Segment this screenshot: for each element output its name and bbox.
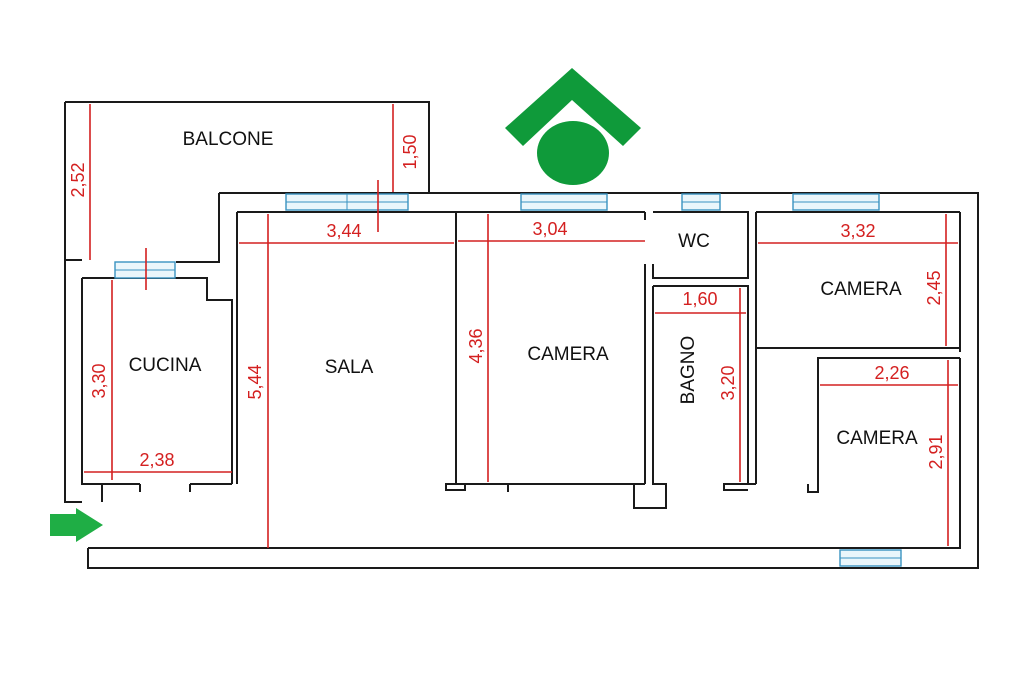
room-label-cucina: CUCINA: [129, 355, 202, 376]
entrance-arrow-icon: [50, 508, 103, 542]
dim-camera-bottom-right-width: 2,26: [874, 363, 909, 383]
room-label-wc: WC: [678, 231, 710, 252]
dim-balcone-height: 2,52: [68, 162, 88, 197]
dim-bagno-height: 3,20: [718, 365, 738, 400]
dimension-labels: 2,52 1,50 3,30 2,38 3,44 5,44 3,04 4,36 …: [68, 134, 946, 470]
dim-camera-center-width: 3,04: [532, 219, 567, 239]
dim-cucina-height: 3,30: [89, 363, 109, 398]
room-label-balcone: BALCONE: [183, 129, 274, 150]
dim-camera-center-height: 4,36: [466, 328, 486, 363]
dim-camera-top-right-width: 3,32: [840, 221, 875, 241]
room-label-sala: SALA: [325, 357, 374, 378]
dim-sala-height: 5,44: [245, 364, 265, 399]
window-wc: [681, 193, 721, 211]
dim-camera-bottom-right-height: 2,91: [926, 434, 946, 469]
dim-bagno-width: 1,60: [682, 289, 717, 309]
room-label-camera-bottom-right: CAMERA: [836, 428, 918, 449]
window-cucina: [114, 261, 176, 279]
dimension-lines: [84, 104, 958, 548]
room-label-camera-top-right: CAMERA: [820, 279, 902, 300]
dim-sala-width: 3,44: [326, 221, 361, 241]
walls: [64, 101, 979, 569]
dim-cucina-width: 2,38: [139, 450, 174, 470]
window-camera-top-right: [792, 193, 880, 211]
window-sala: [285, 193, 409, 211]
room-labels: BALCONE CUCINA SALA CAMERA WC BAGNO CAME…: [129, 129, 918, 449]
window-camera-bottom-right: [839, 549, 902, 567]
room-label-camera-center: CAMERA: [527, 344, 609, 365]
room-label-bagno: BAGNO: [678, 336, 699, 405]
dim-camera-top-right-height: 2,45: [924, 270, 944, 305]
dim-balcone-depth: 1,50: [400, 134, 420, 169]
window-camera-center: [520, 193, 608, 211]
house-roof-logo-icon: [505, 68, 641, 185]
